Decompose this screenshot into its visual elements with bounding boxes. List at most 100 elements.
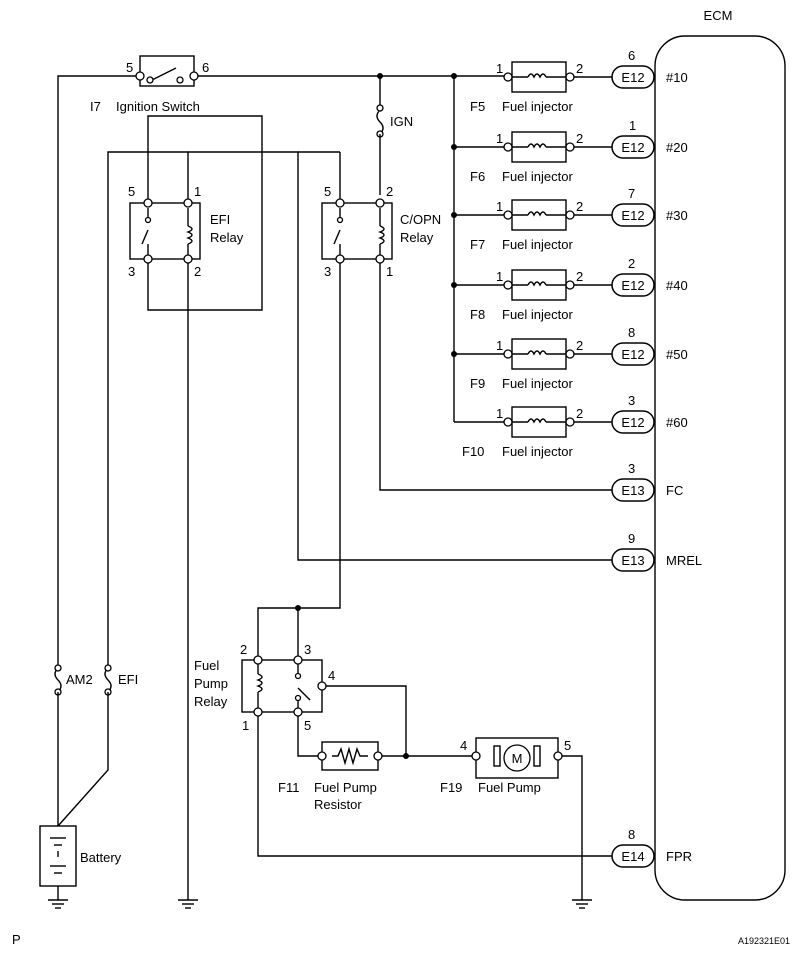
inj-f8-id: F8 [470, 307, 485, 322]
inj-f8-p2: 2 [576, 269, 583, 284]
ground-efi-relay [178, 899, 198, 909]
inj-f5-p2: 2 [576, 61, 583, 76]
inj-f9-name: Fuel injector [502, 376, 573, 391]
conn-label: E12 [621, 70, 644, 85]
ecm-signal-10: #10 [666, 70, 688, 85]
ecm-pin-10: 6 [628, 48, 635, 63]
resistor-id: F11 [278, 780, 299, 795]
inj-f5-name: Fuel injector [502, 99, 573, 114]
efi-relay-pin-2: 2 [194, 264, 201, 279]
injector-f7 [451, 199, 612, 231]
injector-f10 [454, 406, 612, 438]
ecm-connector-20: E12 [611, 135, 655, 159]
injector-f9 [451, 338, 612, 370]
ecm-signal-40: #40 [666, 278, 688, 293]
inj-f5-id: F5 [470, 99, 485, 114]
injector-f5 [503, 61, 612, 93]
efi-relay-label-2: Relay [210, 230, 244, 245]
resistor-label-1: Fuel Pump [314, 780, 377, 795]
efi-relay-pin-3: 3 [128, 264, 135, 279]
am2-fuse-label: AM2 [66, 672, 93, 687]
battery-label: Battery [80, 850, 122, 865]
fuel-pump-id: F19 [440, 780, 462, 795]
ign-switch-name: Ignition Switch [116, 99, 200, 114]
fuel-pump-resistor [317, 741, 383, 771]
inj-f10-p1: 1 [496, 406, 503, 421]
fuel-pump-pin-4: 4 [460, 738, 467, 753]
copn-relay-pin-2: 2 [386, 184, 393, 199]
fp-relay-label-1: Fuel [194, 658, 219, 673]
injector-f8 [451, 269, 612, 301]
inj-f8-p1: 1 [496, 269, 503, 284]
inj-f8-name: Fuel injector [502, 307, 573, 322]
efi-fuse-label: EFI [118, 672, 138, 687]
fuel-pump-pin-5: 5 [564, 738, 571, 753]
inj-f9-id: F9 [470, 376, 485, 391]
inj-f7-p1: 1 [496, 199, 503, 214]
footer-left: P [12, 932, 21, 947]
copn-relay-pin-1: 1 [386, 264, 393, 279]
inj-f10-p2: 2 [576, 406, 583, 421]
fuel-pump-relay [241, 655, 327, 717]
ecm-connector-fc: E13 [611, 478, 655, 502]
ecm-connector-60: E12 [611, 410, 655, 434]
fp-relay-pin-1: 1 [242, 718, 249, 733]
copn-relay-pin-3: 3 [324, 264, 331, 279]
ecm-pin-fc: 3 [628, 461, 635, 476]
ecm-connector-50: E12 [611, 342, 655, 366]
efi-relay-label-1: EFI [210, 212, 230, 227]
ecm-pin-60: 3 [628, 393, 635, 408]
efi-relay-pin-5: 5 [128, 184, 135, 199]
ecm-pin-30: 7 [628, 186, 635, 201]
am2-fuse [54, 667, 62, 693]
motor-symbol: M [512, 751, 523, 766]
ecm-pin-mrel: 9 [628, 531, 635, 546]
efi-fuse [104, 667, 112, 693]
conn-label: E12 [621, 140, 644, 155]
inj-f6-name: Fuel injector [502, 169, 573, 184]
ecm-signal-20: #20 [666, 140, 688, 155]
ecm-connector-10: E12 [611, 65, 655, 89]
conn-label: E12 [621, 415, 644, 430]
ground-fuel-pump [572, 899, 592, 909]
inj-f9-p1: 1 [496, 338, 503, 353]
conn-label: E13 [621, 483, 644, 498]
inj-f6-p2: 2 [576, 131, 583, 146]
copn-relay-label-2: Relay [400, 230, 434, 245]
fuel-pump-name: Fuel Pump [478, 780, 541, 795]
copn-relay-pin-5: 5 [324, 184, 331, 199]
conn-label: E12 [621, 208, 644, 223]
ign-switch-pin-out: 6 [202, 60, 209, 75]
resistor-label-2: Resistor [314, 797, 362, 812]
wire-am2-line [57, 75, 136, 668]
ecm-connector-40: E12 [611, 273, 655, 297]
ecm-signal-fpr: FPR [666, 849, 692, 864]
ign-switch-pin-in: 5 [126, 60, 133, 75]
ecm-signal-mrel: MREL [666, 553, 702, 568]
conn-label: E12 [621, 347, 644, 362]
conn-label: E12 [621, 278, 644, 293]
fuel-pump [471, 737, 563, 779]
ecm-connector-mrel: E13 [611, 548, 655, 572]
ecm-block [654, 35, 786, 901]
inj-f5-p1: 1 [496, 61, 503, 76]
ecm-signal-60: #60 [666, 415, 688, 430]
fp-relay-label-3: Relay [194, 694, 228, 709]
ignition-switch [135, 55, 199, 87]
efi-relay [129, 198, 201, 264]
ecm-title: ECM [704, 8, 733, 23]
ecm-pin-40: 2 [628, 256, 635, 271]
ecm-signal-fc: FC [666, 483, 683, 498]
ign-fuse-label: IGN [390, 114, 413, 129]
inj-f7-p2: 2 [576, 199, 583, 214]
fp-relay-pin-3: 3 [304, 642, 311, 657]
ecm-connector-fpr: E14 [611, 844, 655, 868]
efi-relay-pin-1: 1 [194, 184, 201, 199]
inj-f7-id: F7 [470, 237, 485, 252]
copn-relay [321, 198, 393, 264]
footer-right: A192321E01 [738, 936, 790, 946]
ecm-signal-50: #50 [666, 347, 688, 362]
ecm-pin-20: 1 [629, 118, 636, 133]
fp-relay-pin-5: 5 [304, 718, 311, 733]
